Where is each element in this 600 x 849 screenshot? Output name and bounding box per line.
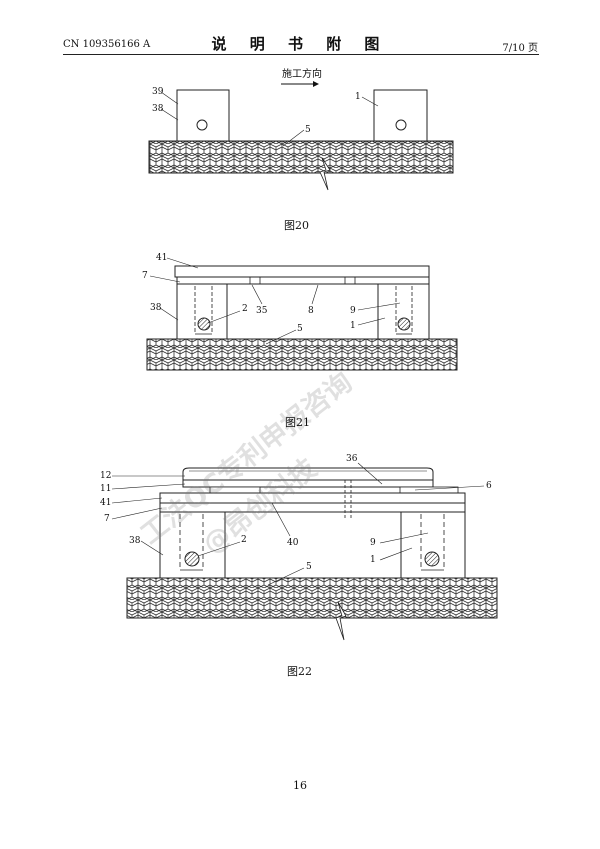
figure-20-caption: 图20 bbox=[284, 219, 309, 232]
beam-7 bbox=[159, 502, 466, 513]
label-38: 38 bbox=[129, 536, 141, 546]
page-count: 7/10 页 bbox=[502, 43, 538, 54]
label-40: 40 bbox=[287, 538, 299, 548]
plate-11 bbox=[182, 479, 434, 488]
direction-label: 施工方向 bbox=[282, 67, 322, 80]
label-9: 9 bbox=[350, 306, 356, 316]
support-block-right bbox=[400, 511, 466, 579]
pin-hole-left bbox=[196, 119, 208, 131]
label-9: 9 bbox=[370, 538, 376, 548]
label-8: 8 bbox=[308, 306, 314, 316]
page-number: 16 bbox=[293, 779, 307, 792]
support-block-left bbox=[176, 283, 228, 340]
figure-21-caption: 图21 bbox=[285, 416, 310, 429]
header-rule bbox=[63, 54, 539, 55]
pin-hole-right bbox=[395, 119, 407, 131]
page-title: 说 明 书 附 图 bbox=[211, 35, 389, 53]
label-7: 7 bbox=[142, 271, 148, 281]
ground-base bbox=[146, 338, 458, 371]
pin-left bbox=[184, 551, 200, 567]
pin-right bbox=[397, 317, 411, 331]
support-block-right bbox=[377, 283, 430, 340]
label-38: 38 bbox=[150, 303, 162, 313]
label-2: 2 bbox=[241, 535, 247, 545]
figure-22: 12 11 41 7 38 2 40 36 6 9 1 5 bbox=[100, 454, 498, 641]
label-1: 1 bbox=[350, 321, 356, 331]
label-1: 1 bbox=[370, 555, 376, 565]
ground-base bbox=[148, 140, 454, 174]
figure-21: 41 7 38 2 35 8 9 1 5 bbox=[142, 253, 458, 371]
ground-base bbox=[126, 577, 498, 619]
label-5: 5 bbox=[306, 562, 312, 572]
break-mark bbox=[319, 157, 331, 191]
label-41: 41 bbox=[156, 253, 167, 263]
support-block-left bbox=[176, 89, 230, 142]
label-5: 5 bbox=[297, 324, 303, 334]
label-5: 5 bbox=[305, 125, 311, 135]
support-block-left bbox=[159, 511, 226, 579]
pin-left bbox=[197, 317, 211, 331]
beam bbox=[176, 276, 430, 285]
figure-22-caption: 图22 bbox=[287, 665, 312, 678]
label-36: 36 bbox=[346, 454, 358, 464]
label-6: 6 bbox=[486, 481, 492, 491]
label-39: 39 bbox=[152, 87, 164, 97]
label-38: 38 bbox=[152, 104, 164, 114]
label-41: 41 bbox=[100, 498, 111, 508]
label-1: 1 bbox=[355, 92, 361, 102]
patent-number: CN 109356166 A bbox=[63, 39, 151, 50]
figure-20: 施工方向 39 38 1 5 bbox=[148, 67, 454, 191]
label-12: 12 bbox=[100, 471, 111, 481]
watermark: 工法QC专利申报咨询 @昂创科技 bbox=[135, 367, 358, 561]
top-plate bbox=[174, 265, 430, 278]
break-mark bbox=[335, 601, 347, 641]
label-11: 11 bbox=[100, 484, 111, 494]
label-35: 35 bbox=[256, 306, 268, 316]
label-2: 2 bbox=[242, 304, 248, 314]
label-7: 7 bbox=[104, 514, 110, 524]
support-block-right bbox=[373, 89, 428, 142]
pin-right bbox=[424, 551, 440, 567]
